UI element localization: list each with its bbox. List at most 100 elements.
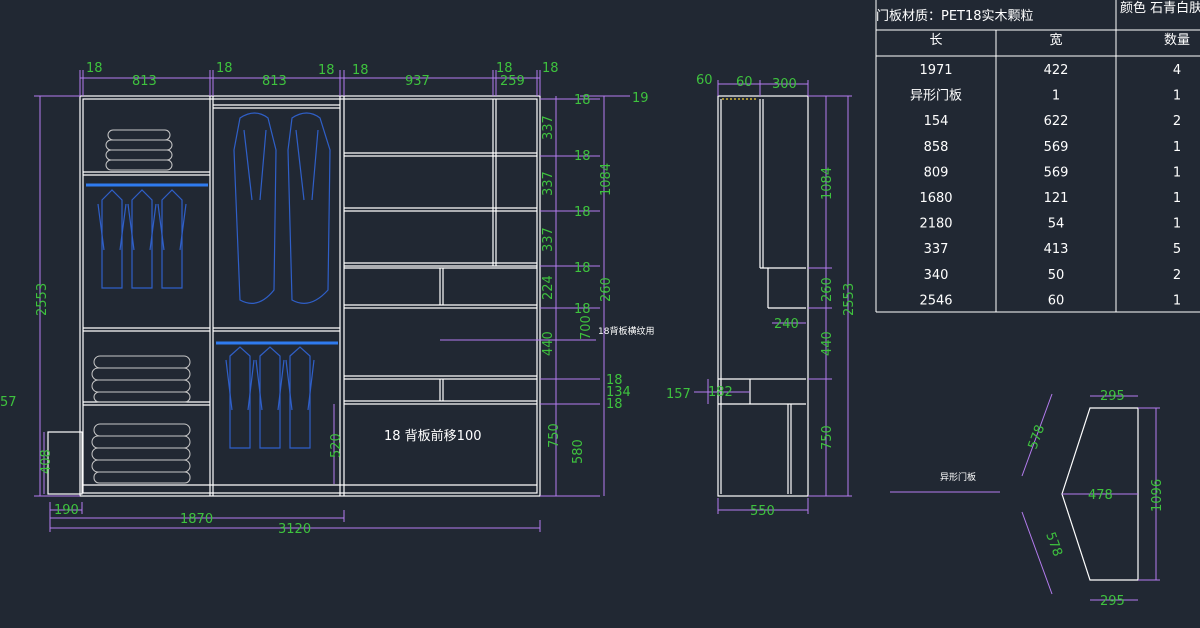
table-cell: 5 xyxy=(1173,242,1181,257)
front-inner-frame xyxy=(82,98,538,494)
table-cell: 337 xyxy=(924,242,949,257)
dim-label: 1870 xyxy=(180,512,213,527)
front-view xyxy=(47,95,541,497)
table-header: 数量 xyxy=(1164,33,1190,48)
folded-clothes-top xyxy=(105,129,173,171)
folded-clothes-middle xyxy=(91,355,191,403)
table-cell: 1680 xyxy=(919,191,952,206)
dim-label: 18 xyxy=(574,93,591,108)
table-cell: 1 xyxy=(1173,217,1181,232)
dim-label: 134 xyxy=(606,385,631,400)
front-right-outer-dimension-labels: 19 1084 260 700 580 xyxy=(571,91,649,464)
front-right-dimension-labels: 18 337 18 337 18 337 18 224 18 440 18 18… xyxy=(541,93,631,448)
front-left-dimension-labels: 2553 408 57 xyxy=(0,283,54,474)
dim-label: 478 xyxy=(1088,488,1113,503)
dim-label: 1084 xyxy=(599,163,614,196)
table-cell: 809 xyxy=(924,165,949,180)
table-cell: 121 xyxy=(1044,191,1069,206)
dim-label: 295 xyxy=(1100,389,1125,404)
dim-label: 750 xyxy=(820,425,835,450)
dim-label: 18 xyxy=(496,61,513,76)
dim-label: 750 xyxy=(547,423,562,448)
odd-panel-labels: 异形门板 295 578 478 578 295 1096 xyxy=(940,389,1165,609)
table-header: 宽 xyxy=(1049,32,1062,48)
backboard-note: 18背板横纹用 xyxy=(598,325,654,337)
dim-label: 408 xyxy=(39,449,54,474)
table-cell: 1971 xyxy=(919,63,952,78)
table-cell: 2180 xyxy=(919,217,952,232)
table-cell: 1 xyxy=(1173,165,1181,180)
dim-label: 19 xyxy=(632,91,649,106)
parts-table: 门板材质：PET18实木颗粒 颜色 石青白肤光 长 宽 数量 19714224异… xyxy=(875,0,1200,313)
dim-label: 259 xyxy=(500,74,525,89)
table-cell: 1 xyxy=(1052,89,1060,104)
dim-label: 520 xyxy=(329,433,344,458)
table-cell: 569 xyxy=(1044,140,1069,155)
side-dimension-labels: 60 60 300 1084 260 440 750 2553 240 157 … xyxy=(666,73,857,519)
front-bottom-dimension-labels: 190 1870 3120 xyxy=(54,503,311,537)
dim-label: 260 xyxy=(599,277,614,302)
left-low-drawer xyxy=(47,431,83,495)
front-dimension-lines xyxy=(34,70,630,532)
table-cell: 4 xyxy=(1173,63,1181,78)
dim-label: 2553 xyxy=(35,283,50,316)
table-cell: 622 xyxy=(1044,114,1069,129)
table-cell: 50 xyxy=(1048,268,1065,283)
dim-label: 1096 xyxy=(1150,479,1165,512)
dim-label: 813 xyxy=(262,74,287,89)
side-outer-frame xyxy=(717,95,809,497)
folded-clothes-bottom xyxy=(91,423,191,484)
odd-panel-label: 异形门板 xyxy=(940,471,976,483)
table-title: 门板材质：PET18实木颗粒 xyxy=(876,9,1034,24)
dim-label: 300 xyxy=(772,77,797,92)
odd-panel xyxy=(890,393,1160,601)
table-cell: 422 xyxy=(1044,63,1069,78)
dim-label: 18 xyxy=(574,302,591,317)
dim-label: 550 xyxy=(750,504,775,519)
dim-label: 18 xyxy=(86,61,103,76)
dim-label: 18 xyxy=(574,205,591,220)
dim-label: 337 xyxy=(541,171,556,196)
table-cell: 1 xyxy=(1173,293,1181,308)
table-cell: 2 xyxy=(1173,114,1181,129)
dim-label: 157 xyxy=(666,387,691,402)
table-cell: 154 xyxy=(924,114,949,129)
table-grid xyxy=(875,0,1200,313)
dim-label: 1084 xyxy=(820,167,835,200)
table-cell: 1 xyxy=(1173,89,1181,104)
dim-label: 337 xyxy=(541,227,556,252)
dim-label: 240 xyxy=(774,317,799,332)
dim-label: 57 xyxy=(0,395,17,410)
table-cell: 1 xyxy=(1173,191,1181,206)
table-cell: 413 xyxy=(1044,242,1069,257)
dim-label: 18 xyxy=(606,397,623,412)
table-cell: 569 xyxy=(1044,165,1069,180)
hanging-shirts-middle xyxy=(225,346,315,449)
dim-label: 18 xyxy=(542,61,559,76)
table-cell: 54 xyxy=(1048,217,1065,232)
dim-label: 18 xyxy=(574,149,591,164)
dim-label: 224 xyxy=(541,275,556,300)
table-cell: 2546 xyxy=(919,293,952,308)
dim-label: 18 xyxy=(216,61,233,76)
table-header: 长 xyxy=(929,33,942,48)
side-view xyxy=(717,95,809,497)
dim-label: 813 xyxy=(132,74,157,89)
dim-label: 295 xyxy=(1100,594,1125,609)
hanging-shirts-left xyxy=(97,189,187,289)
dim-label: 337 xyxy=(541,115,556,140)
front-top-dimension-labels: 18 813 18 813 18 18 937 18 259 18 xyxy=(86,61,559,89)
dim-label: 260 xyxy=(820,277,835,302)
dim-label: 60 xyxy=(696,73,713,88)
front-outer-frame xyxy=(79,95,541,497)
hanging-coats-middle xyxy=(233,112,331,304)
dim-label: 18 xyxy=(574,261,591,276)
dim-label: 190 xyxy=(54,503,79,518)
dim-label: 18 xyxy=(318,63,335,78)
table-color-label: 颜色 石青白肤光 xyxy=(1120,0,1200,16)
dim-label: 440 xyxy=(820,331,835,356)
dim-label: 2553 xyxy=(842,283,857,316)
back-shift-note: 18 背板前移100 xyxy=(384,428,482,444)
